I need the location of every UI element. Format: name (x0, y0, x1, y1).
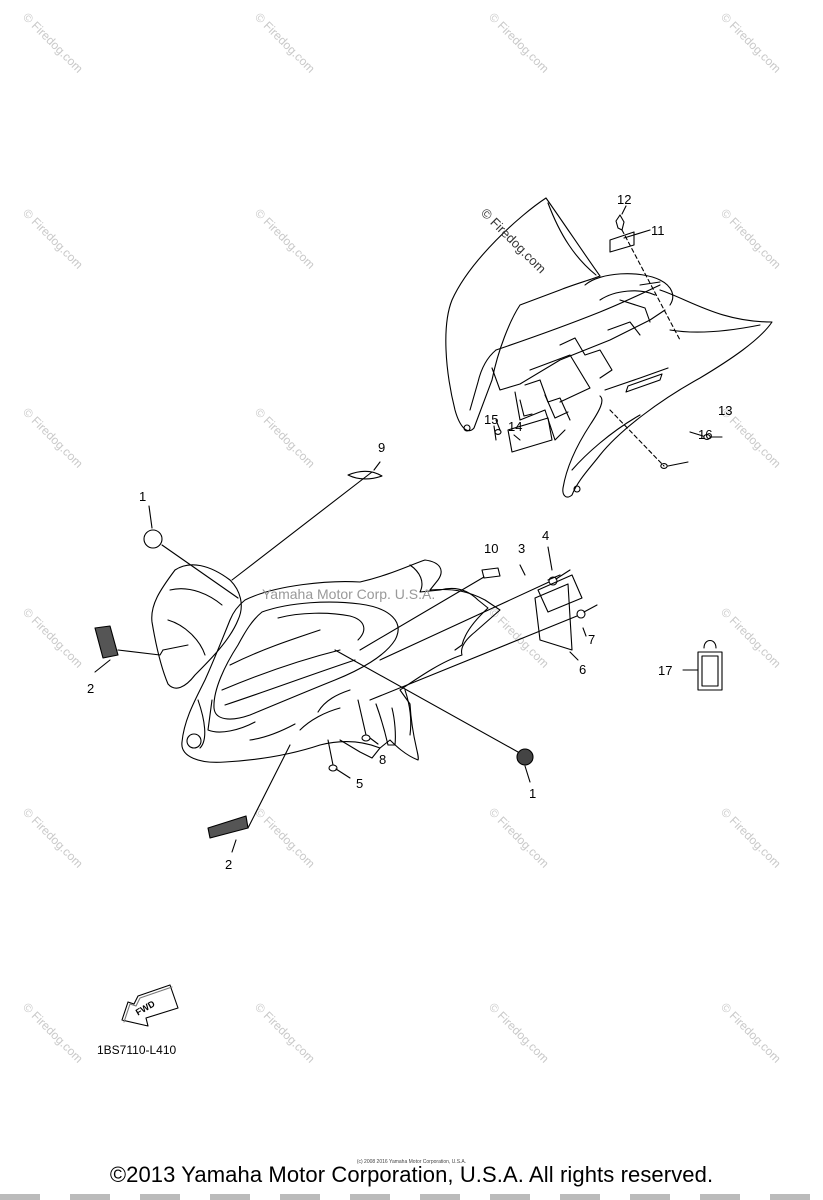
callout-5: 5 (356, 776, 364, 791)
callout-3: 3 (518, 541, 526, 556)
callout-13: 13 (718, 403, 733, 418)
grommet-upper (143, 529, 163, 549)
callout-9: 9 (378, 440, 386, 455)
reflector-decals (94, 625, 291, 853)
top-decal (347, 470, 383, 480)
callout-6: 6 (579, 662, 587, 677)
rear-fender (445, 197, 773, 498)
callout-14: 14 (508, 419, 523, 434)
callout-2-left: 2 (87, 681, 95, 696)
callout-17: 17 (658, 663, 673, 678)
rear-decal (609, 231, 635, 253)
tag-label (682, 639, 723, 691)
bottom-watermark-strip (0, 1194, 823, 1200)
diagram-part-code: 1BS7110-L410 (97, 1043, 177, 1057)
callout-16: 16 (698, 427, 713, 442)
callout-2-bottom: 2 (225, 857, 233, 872)
callout-1-lower: 1 (529, 786, 537, 801)
leader-1b (334, 649, 519, 753)
grommet-lower (516, 748, 534, 766)
callout-7: 7 (588, 632, 596, 647)
rear-bolt (615, 214, 625, 231)
callout-15: 15 (484, 412, 499, 427)
overlay-watermark: Yamaha Motor Corp. U.S.A. (262, 586, 436, 602)
front-small-parts (327, 546, 598, 779)
copyright-notice: ©2013 Yamaha Motor Corporation, U.S.A. A… (109, 1162, 714, 1187)
callout-11: 11 (651, 223, 665, 238)
leader-1a (161, 544, 239, 599)
callout-4: 4 (542, 528, 550, 543)
forward-arrow-icon (121, 984, 179, 1027)
callout-12: 12 (617, 192, 632, 207)
rear-small-parts (494, 409, 723, 469)
front-fender (151, 559, 501, 763)
callout-1-upper: 1 (139, 489, 147, 504)
tiny-credit: (c) 2008 2016 Yamaha Motor Corporation, … (356, 1159, 467, 1165)
callout-8: 8 (379, 752, 387, 767)
callout-10: 10 (484, 541, 499, 556)
leader-9 (231, 471, 373, 581)
